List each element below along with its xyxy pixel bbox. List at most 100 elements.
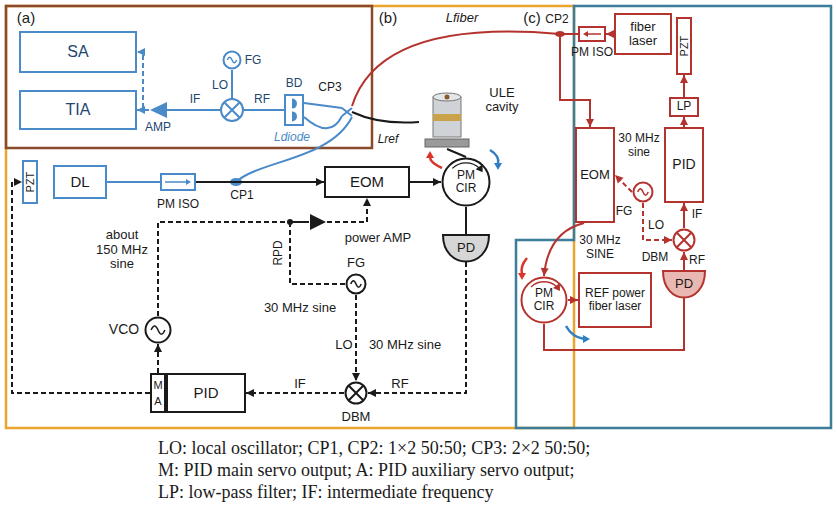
connector [410, 178, 441, 186]
connector-line [196, 181, 324, 183]
arrow-head [426, 151, 434, 158]
caption-line: LO: local oscillator; CP1, CP2: 1×2 50:5… [158, 438, 590, 459]
sine-wave [227, 57, 236, 63]
connector-line [12, 182, 150, 393]
node-text: DL [70, 174, 89, 191]
mixer-cross [349, 386, 364, 401]
sine-wave [351, 281, 361, 287]
balanced-detector: BD [284, 94, 304, 126]
node-text: PD [457, 241, 475, 255]
node-text: fiber laser [619, 20, 667, 49]
connector [680, 203, 688, 228]
connector-line [643, 203, 672, 240]
node-text: EOM [350, 174, 384, 191]
port-label: LO [212, 79, 228, 93]
node-shape [144, 316, 172, 344]
node-text: REF power fiber laser [583, 287, 647, 313]
connector-label: LO [334, 338, 353, 353]
arrow-head [352, 373, 360, 381]
node-text: PZT [678, 36, 690, 57]
connector [447, 149, 466, 157]
connector [568, 296, 578, 304]
symbol-circle [347, 275, 366, 294]
node-text: power AMP [345, 231, 411, 245]
connector [107, 182, 160, 183]
arrow-head [570, 296, 578, 304]
fiber-length-label: Lfiber [446, 11, 479, 26]
modulator-box: EOM [575, 127, 615, 223]
node-shape [284, 94, 304, 126]
node-shape [672, 228, 696, 252]
circulator-arc [452, 163, 479, 169]
isolator-frame [579, 27, 605, 41]
sine-wave [151, 326, 165, 334]
connector-label: about 150 MHz sine [94, 228, 150, 273]
connector-label: LO [647, 219, 665, 233]
arrow-head [494, 163, 502, 170]
filter-box: LP [669, 97, 699, 117]
connector-line [290, 222, 345, 284]
connector [137, 48, 149, 110]
connector [368, 262, 466, 397]
node-text: PID [672, 157, 695, 172]
detector-shape [663, 271, 705, 298]
servo-output-box: MA [150, 373, 166, 413]
node-shape [632, 181, 654, 203]
node-text: PZT [24, 172, 36, 193]
arrow-head [680, 252, 688, 260]
signal-label: 30 MHz sine [617, 132, 661, 160]
fiber [352, 112, 419, 123]
fiber [304, 103, 342, 108]
connector [680, 252, 688, 270]
connector [680, 117, 688, 127]
mixer-cross [224, 102, 240, 118]
coupler-label: CP1 [230, 189, 253, 203]
panel-frame [516, 6, 831, 428]
symbol-circle [224, 52, 241, 69]
analyzer-box: SA [19, 31, 137, 73]
arrow-head [137, 48, 145, 56]
isolator-box: PM ISO [578, 26, 606, 42]
node-text: A [154, 395, 161, 407]
arrow-head [664, 236, 672, 244]
node-text: FG [616, 205, 633, 218]
node-text: SA [67, 43, 88, 61]
amplifier-shape [310, 214, 326, 230]
arrow-head [586, 119, 594, 127]
arrow-head [316, 178, 324, 186]
connector-line [368, 262, 466, 393]
diode-shape [292, 99, 297, 109]
connector-line [447, 149, 466, 157]
node-text: PM CIR [528, 287, 560, 313]
connector-label: 30 MHz sine [263, 301, 337, 316]
laser-box: REF power fiber laser [578, 272, 652, 328]
wire [167, 109, 221, 111]
diode-shape [292, 111, 297, 121]
fiber [304, 116, 342, 128]
isolator-box: PM ISO [160, 173, 196, 191]
isolator-arrow [165, 181, 187, 183]
panel-frame [6, 6, 574, 428]
oscillator-circle: VCO [144, 316, 172, 344]
detector-frame [285, 95, 303, 125]
arrow-head [615, 175, 623, 183]
connector [154, 344, 162, 373]
node-shape [149, 101, 167, 119]
node-text: DBM [342, 410, 371, 424]
port-label: RF [254, 93, 270, 107]
arc-head [553, 283, 560, 291]
isolator-head [583, 31, 588, 37]
fiber-length-label: Ldiode [274, 131, 310, 145]
connector [12, 178, 150, 393]
symbol-circle [443, 159, 490, 206]
symbol-circle [346, 383, 367, 404]
symbol-circle [634, 183, 653, 202]
connector-label: RF [688, 254, 706, 268]
node-text: TIA [66, 101, 91, 119]
symbol-circle [146, 318, 171, 343]
arc-head [476, 164, 483, 172]
pzt-box: PZT [676, 17, 692, 75]
node-shape [222, 50, 242, 70]
connector-line [615, 175, 632, 192]
coupler-label: CP2 [545, 13, 568, 27]
